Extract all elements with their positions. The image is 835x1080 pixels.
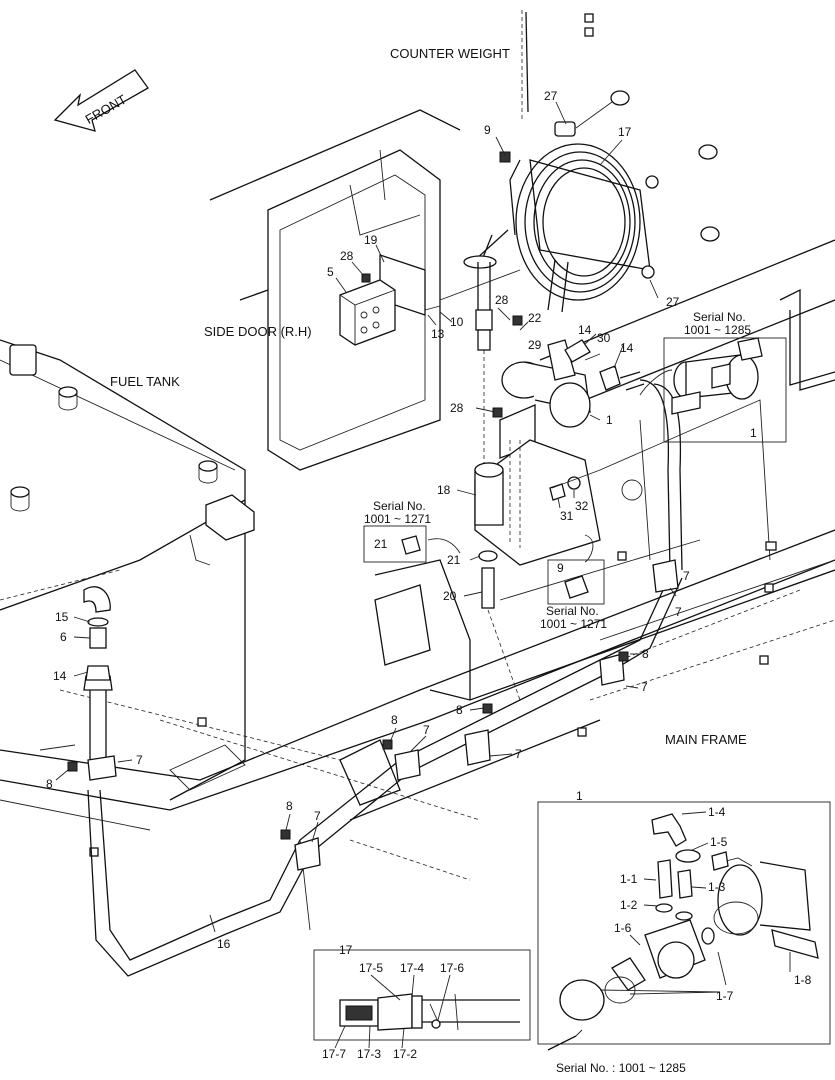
- callout-15: 15: [55, 610, 69, 624]
- inset-hose-label-17-2: 17-2: [393, 1047, 417, 1061]
- inset-hose-label-17-5: 17-5: [359, 961, 383, 975]
- callout-14-c: 14: [53, 669, 67, 683]
- callout-16: 16: [217, 937, 231, 951]
- structure-lines: [0, 10, 835, 931]
- callout-21-inset: 21: [374, 537, 388, 551]
- callout-9: 9: [484, 123, 491, 137]
- callout-28-b: 28: [495, 293, 509, 307]
- callout-8-a: 8: [46, 777, 53, 791]
- callout-8-e: 8: [642, 647, 649, 661]
- callout-7-e: 7: [641, 680, 648, 694]
- inset-pump-label-1-2: 1-2: [620, 898, 638, 912]
- callout-7-f: 7: [675, 605, 682, 619]
- inset-pump-label-1-3: 1-3: [708, 880, 726, 894]
- inset-serial-1271-a: [363, 525, 427, 563]
- hose-reel: [474, 90, 720, 313]
- callout-7-b: 7: [314, 809, 321, 823]
- inset-pump-label-1-1: 1-1: [620, 872, 638, 886]
- callout-7-g: 7: [683, 569, 690, 583]
- pump-bracket: [474, 339, 645, 701]
- inset-pump-label-1-6: 1-6: [614, 921, 632, 935]
- callout-9-inset: 9: [557, 561, 564, 575]
- callout-7-d: 7: [515, 747, 522, 761]
- inset-hose-label-17-3: 17-3: [357, 1047, 381, 1061]
- callout-18: 18: [437, 483, 451, 497]
- inset-pump-label-1-7: 1-7: [716, 989, 734, 1003]
- callouts: 27 9 17 19 28 5 10 13 28 22 29 14 30 14 …: [46, 89, 812, 1061]
- nozzle-tube: [463, 255, 497, 470]
- callout-8-d: 8: [456, 703, 463, 717]
- callout-13: 13: [431, 327, 445, 341]
- front-arrow: FRONT: [53, 69, 149, 132]
- serial-range-9: 1001 ~ 1271: [540, 617, 607, 631]
- callout-30: 30: [597, 331, 611, 345]
- inset-pump-label-1-8: 1-8: [794, 973, 812, 987]
- label-main-frame: MAIN FRAME: [665, 732, 747, 747]
- inset-pump-label-1-5: 1-5: [710, 835, 728, 849]
- inset-hose-label-17-4: 17-4: [400, 961, 424, 975]
- inset-pump-exploded: [537, 801, 831, 1051]
- callout-19: 19: [364, 233, 378, 247]
- serial-label-9: Serial No.: [546, 604, 599, 618]
- callout-28-c: 28: [450, 401, 464, 415]
- callout-20: 20: [443, 589, 457, 603]
- label-fuel-tank: FUEL TANK: [110, 374, 180, 389]
- callout-1-inset: 1: [750, 426, 757, 440]
- callout-14: 14: [578, 323, 592, 337]
- label-counter-weight: COUNTER WEIGHT: [390, 46, 510, 61]
- leader-lines: [55, 101, 791, 1049]
- serial-label-pump: Serial No.: [693, 310, 746, 324]
- callout-7-c: 7: [423, 723, 430, 737]
- callout-17: 17: [618, 125, 632, 139]
- inset-pump-serial-1285: [663, 337, 787, 443]
- clamps: [67, 151, 679, 871]
- serial-range-pump: 1001 ~ 1285: [684, 323, 751, 337]
- callout-14-b: 14: [620, 341, 634, 355]
- serial-label-21: Serial No.: [373, 499, 426, 513]
- inset-serial-1271-b: [547, 559, 605, 605]
- inset-hose-end: [313, 949, 531, 1041]
- inset-pump-label-1-4: 1-4: [708, 805, 726, 819]
- serial-footer: Serial No. : 1001 ~ 1285: [556, 1061, 686, 1075]
- callout-5: 5: [327, 265, 334, 279]
- callout-8-c: 8: [391, 713, 398, 727]
- callout-32: 32: [575, 499, 589, 513]
- callout-10: 10: [450, 315, 464, 329]
- leader-to-inset-1: [639, 369, 673, 396]
- callout-21: 21: [447, 553, 461, 567]
- fuel-hoses: [83, 379, 683, 977]
- callout-29: 29: [528, 338, 542, 352]
- callout-1: 1: [606, 413, 613, 427]
- callout-7-a: 7: [136, 753, 143, 767]
- inset-hose-title: 17: [339, 943, 353, 957]
- callout-27-b: 27: [666, 295, 680, 309]
- callout-28: 28: [340, 249, 354, 263]
- inset-hose-label-17-6: 17-6: [440, 961, 464, 975]
- leader-to-inset-9: [584, 534, 594, 563]
- serial-range-21: 1001 ~ 1271: [364, 512, 431, 526]
- callout-6: 6: [60, 630, 67, 644]
- inset-pump-title: 1: [576, 789, 583, 803]
- callout-22: 22: [528, 311, 542, 325]
- junction-box: [339, 254, 441, 346]
- inset-hose-label-17-7: 17-7: [322, 1047, 346, 1061]
- label-side-door: SIDE DOOR (R.H): [204, 324, 312, 339]
- callout-27: 27: [544, 89, 558, 103]
- callout-31: 31: [560, 509, 574, 523]
- leader-to-inset-21: [427, 538, 461, 554]
- callout-8-b: 8: [286, 799, 293, 813]
